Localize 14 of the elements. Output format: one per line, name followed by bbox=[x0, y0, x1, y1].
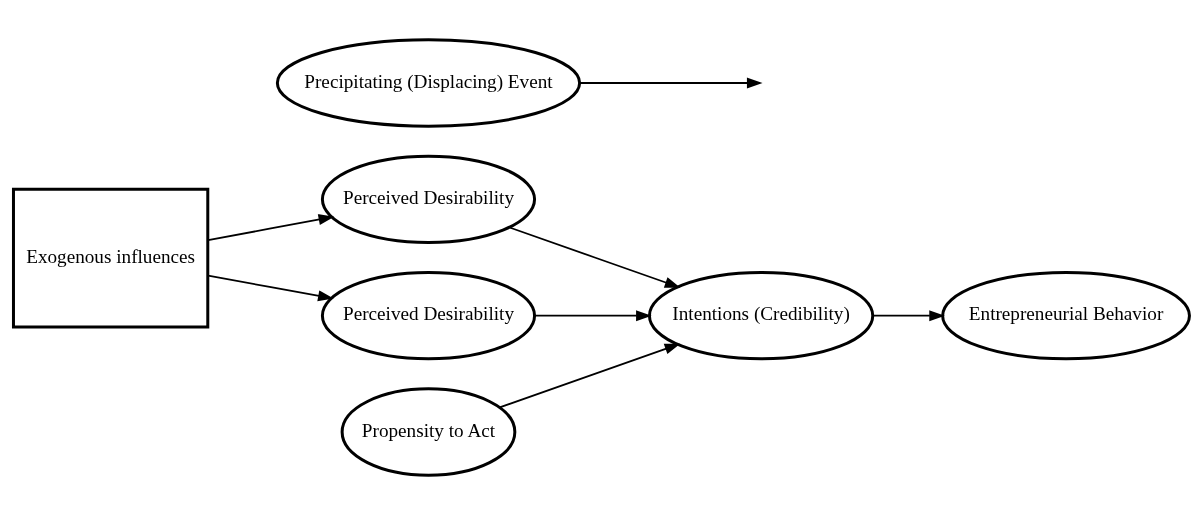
arrow bbox=[872, 310, 945, 322]
arrow bbox=[578, 77, 763, 89]
node-box: Exogenous influences bbox=[11, 187, 210, 329]
node-ellipse: Intentions (Credibility) bbox=[647, 271, 875, 361]
arrow bbox=[207, 214, 335, 242]
arrow bbox=[533, 310, 652, 322]
arrow bbox=[498, 343, 681, 409]
arrow bbox=[508, 226, 681, 288]
node-ellipse: Precipitating (Displacing) Event bbox=[275, 38, 582, 128]
node-ellipse: Propensity to Act bbox=[340, 387, 517, 477]
node-ellipse: Entrepreneurial Behavior bbox=[941, 271, 1191, 361]
node-ellipse: Perceived Desirability bbox=[320, 271, 537, 361]
node-ellipse: Perceived Desirability bbox=[320, 154, 537, 244]
arrow bbox=[207, 274, 334, 302]
